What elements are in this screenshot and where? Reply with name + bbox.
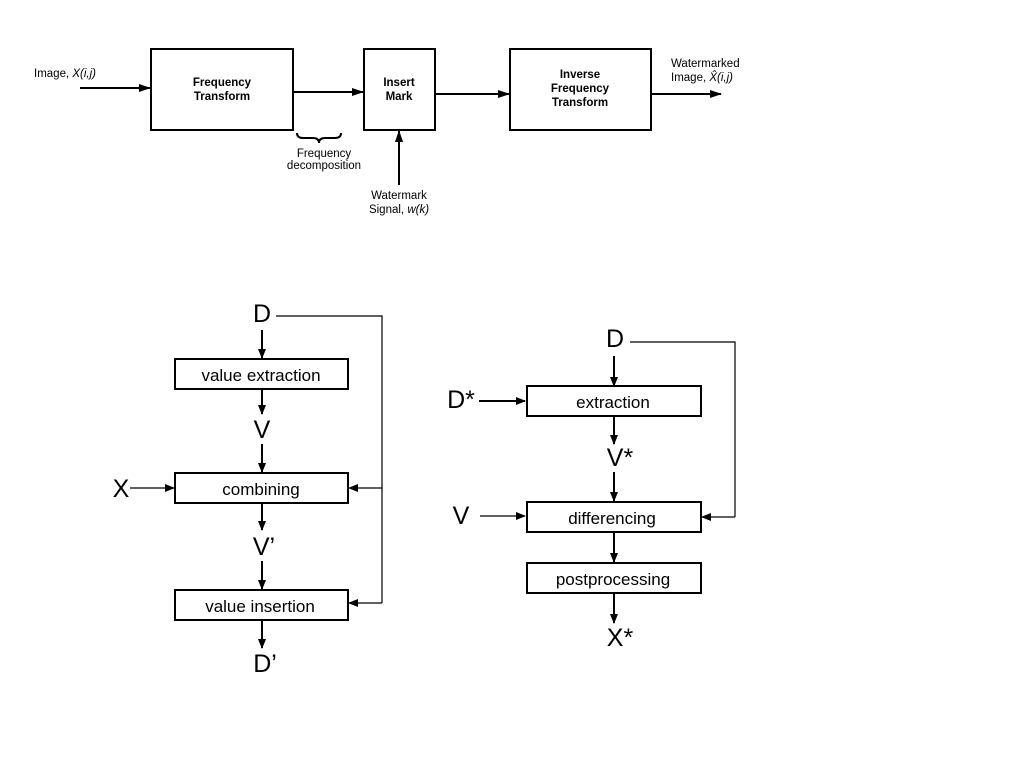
value-extraction-label: value extraction: [201, 366, 320, 385]
insertion-flowchart: D value extraction V X combining V’ valu…: [113, 300, 383, 678]
frequency-transform-box: [150, 48, 294, 131]
output-label-line2: Image, X̂(i,j): [671, 70, 733, 84]
embedding-pipeline: Image, X(i,j) Frequency Transform Freque…: [34, 48, 740, 216]
d-star-label: D*: [447, 386, 475, 414]
extraction-label: extraction: [576, 393, 650, 412]
value-extraction-box: [174, 358, 349, 390]
combining-label: combining: [222, 480, 300, 499]
insert-mark-line2: Mark: [386, 91, 413, 103]
input-d-label: D: [606, 325, 624, 353]
postprocessing-label: postprocessing: [556, 570, 670, 589]
brace-label-line2: decomposition: [287, 160, 361, 172]
inverse-line1: Inverse: [560, 69, 600, 81]
watermark-signal-line1: Watermark: [371, 190, 427, 202]
inverse-line3: Transform: [552, 97, 608, 109]
feedback-line: [276, 315, 383, 603]
x-star-label: X*: [607, 624, 634, 652]
watermark-signal-line2: Signal, w(k): [369, 204, 429, 216]
value-insertion-label: value insertion: [205, 597, 315, 616]
d-prime-label: D’: [253, 650, 277, 678]
differencing-label: differencing: [568, 509, 656, 528]
feedback-line: [630, 341, 736, 517]
output-label-line1: Watermarked: [671, 58, 740, 70]
frequency-transform-line2: Transform: [194, 91, 250, 103]
insert-mark-line1: Insert: [383, 77, 414, 89]
inverse-frequency-transform-box: [509, 48, 652, 131]
input-d-label: D: [253, 300, 271, 328]
v-label: V: [453, 502, 470, 530]
insert-mark-box: [363, 48, 436, 131]
input-image-label: Image, X(i,j): [34, 68, 96, 80]
extraction-flowchart: D D* extraction V* V differencing postpr…: [447, 325, 736, 652]
v-star-label: V*: [607, 444, 634, 472]
v-prime-label: V’: [253, 533, 275, 561]
frequency-transform-line1: Frequency: [193, 77, 252, 89]
brace-label-line1: Frequency: [297, 148, 352, 160]
brace-icon: [296, 132, 342, 144]
x-label: X: [113, 475, 130, 503]
v-label: V: [254, 416, 271, 444]
extraction-box: [526, 385, 702, 417]
inverse-line2: Frequency: [551, 83, 610, 95]
